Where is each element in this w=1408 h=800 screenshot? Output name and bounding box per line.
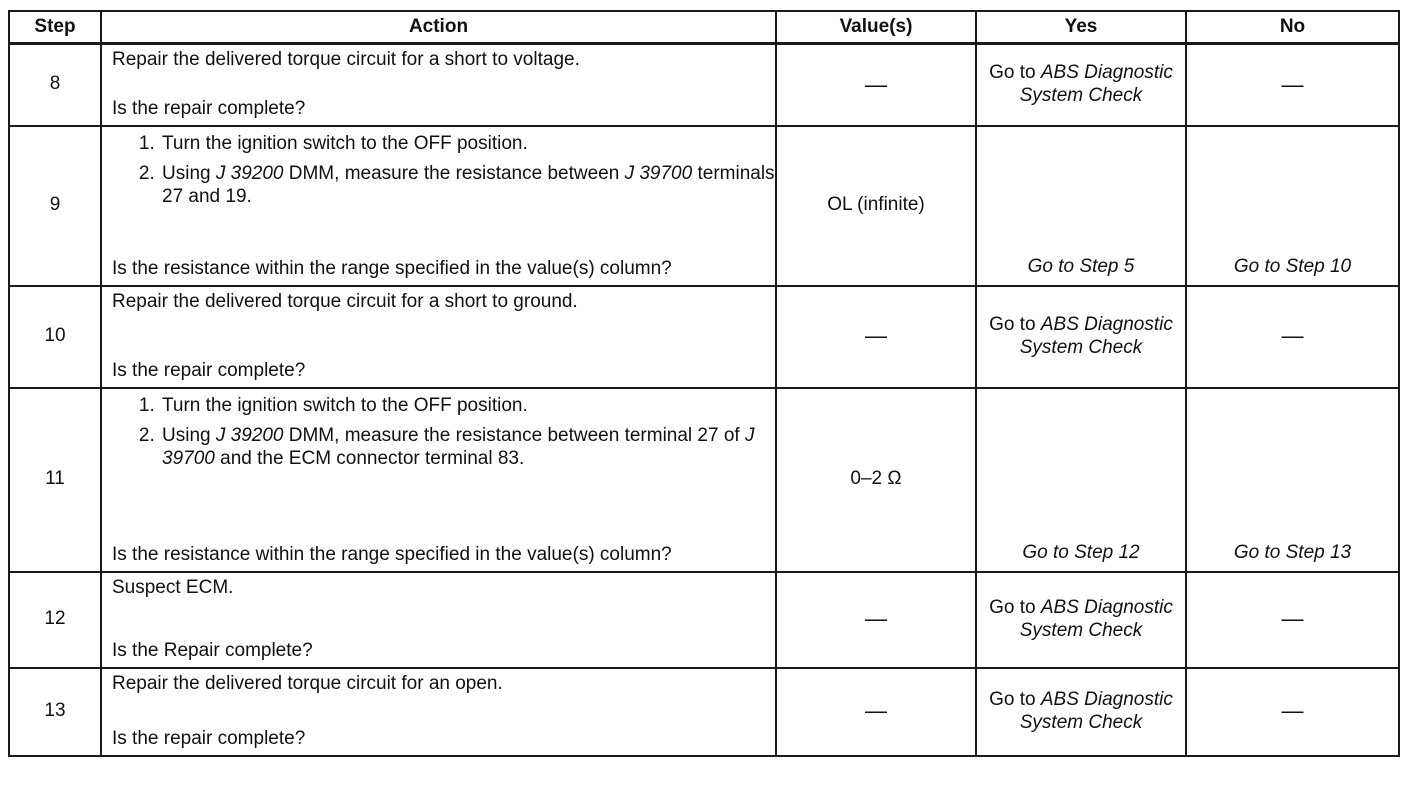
step-number: 12 [8, 570, 102, 669]
action-question: Is the resistance within the range speci… [112, 257, 672, 279]
value-cell: 0–2 Ω [775, 386, 977, 573]
goto-target: ABS Diagnostic System Check [1019, 596, 1173, 641]
action-question: Is the repair complete? [112, 727, 306, 749]
value-cell: OL (infinite) [775, 124, 977, 287]
action-question: Is the repair complete? [112, 97, 306, 119]
value-cell: — [775, 570, 977, 669]
value-cell: — [775, 42, 977, 127]
action-cell: Repair the delivered torque circuit for … [100, 42, 777, 127]
action-list: Turn the ignition switch to the OFF posi… [102, 395, 775, 471]
action-item: Turn the ignition switch to the OFF posi… [160, 133, 775, 156]
table-row: 11 Turn the ignition switch to the OFF p… [8, 386, 1400, 573]
header-action: Action [100, 10, 777, 45]
goto-prefix: Go to [989, 61, 1041, 83]
table-row: 10 Repair the delivered torque circuit f… [8, 284, 1400, 389]
action-cell: Repair the delivered torque circuit for … [100, 284, 777, 389]
yes-cell[interactable]: Go to ABS Diagnostic System Check [975, 284, 1187, 389]
no-cell: — [1185, 42, 1400, 127]
action-text: Repair the delivered torque circuit for … [112, 49, 580, 70]
yes-cell[interactable]: Go to ABS Diagnostic System Check [975, 666, 1187, 757]
value-cell: — [775, 284, 977, 389]
action-item: Turn the ignition switch to the OFF posi… [160, 395, 775, 418]
action-cell: Turn the ignition switch to the OFF posi… [100, 124, 777, 287]
action-list: Turn the ignition switch to the OFF posi… [102, 133, 775, 209]
yes-cell[interactable]: Go to ABS Diagnostic System Check [975, 570, 1187, 669]
action-question: Is the resistance within the range speci… [112, 543, 672, 565]
action-cell: Repair the delivered torque circuit for … [100, 666, 777, 757]
action-question: Is the repair complete? [112, 359, 306, 381]
table-row: 13 Repair the delivered torque circuit f… [8, 666, 1400, 757]
header-row: Step Action Value(s) Yes No [8, 10, 1400, 45]
no-cell: — [1185, 666, 1400, 757]
goto-prefix: Go to [989, 313, 1041, 335]
step-number: 8 [8, 42, 102, 127]
no-cell: — [1185, 284, 1400, 389]
header-yes: Yes [975, 10, 1187, 45]
action-cell: Suspect ECM. Is the Repair complete? [100, 570, 777, 669]
action-question: Is the Repair complete? [112, 639, 313, 661]
step-number: 11 [8, 386, 102, 573]
yes-cell[interactable]: Go to Step 5 [975, 124, 1187, 287]
table-row: 9 Turn the ignition switch to the OFF po… [8, 124, 1400, 287]
action-cell: Turn the ignition switch to the OFF posi… [100, 386, 777, 573]
action-text: Suspect ECM. [112, 576, 234, 598]
action-item: Using J 39200 DMM, measure the resistanc… [160, 163, 775, 209]
goto-prefix: Go to [989, 596, 1041, 618]
action-text: Repair the delivered torque circuit for … [112, 290, 578, 312]
table-row: 12 Suspect ECM. Is the Repair complete? … [8, 570, 1400, 669]
yes-cell[interactable]: Go to Step 12 [975, 386, 1187, 573]
no-cell[interactable]: Go to Step 10 [1185, 124, 1400, 287]
step-number: 13 [8, 666, 102, 757]
step-number: 10 [8, 284, 102, 389]
diagnostic-table: Step Action Value(s) Yes No 8 Repair the… [8, 10, 1400, 757]
goto-target: ABS Diagnostic System Check [1019, 313, 1173, 358]
step-number: 9 [8, 124, 102, 287]
goto-prefix: Go to [989, 688, 1041, 710]
action-text: Repair the delivered torque circuit for … [112, 672, 503, 694]
no-cell: — [1185, 570, 1400, 669]
goto-target: ABS Diagnostic System Check [1019, 61, 1173, 106]
value-cell: — [775, 666, 977, 757]
header-no: No [1185, 10, 1400, 45]
yes-cell[interactable]: Go to ABS Diagnostic System Check [975, 42, 1187, 127]
header-step: Step [8, 10, 102, 45]
action-item: Using J 39200 DMM, measure the resistanc… [160, 425, 775, 471]
no-cell[interactable]: Go to Step 13 [1185, 386, 1400, 573]
table-row: 8 Repair the delivered torque circuit fo… [8, 42, 1400, 127]
goto-target: ABS Diagnostic System Check [1019, 688, 1173, 733]
header-values: Value(s) [775, 10, 977, 45]
